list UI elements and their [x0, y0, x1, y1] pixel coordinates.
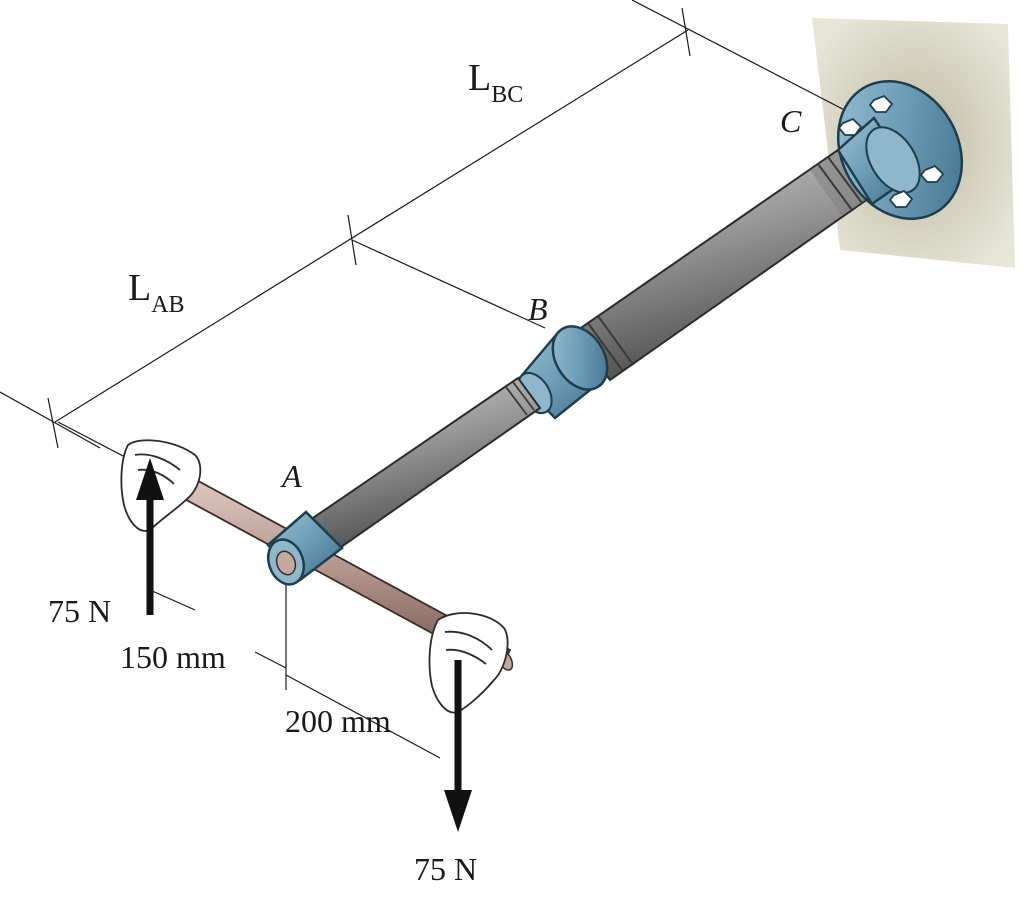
label-l-bc: LBC — [468, 57, 523, 108]
label-point-a: A — [280, 458, 302, 494]
shaft-bc — [573, 146, 878, 382]
label-dim-200: 200 mm — [285, 703, 391, 739]
coupling-a — [266, 510, 344, 586]
reducer-fitting-b — [516, 325, 609, 420]
label-point-b: B — [528, 291, 548, 327]
force-arrow-down — [444, 660, 472, 832]
shaft-ab — [308, 376, 542, 554]
label-l-ab: LAB — [128, 267, 185, 318]
offset-dimension-lines — [149, 585, 441, 759]
label-force-right: 75 N — [414, 851, 477, 887]
left-hand-icon — [120, 439, 202, 532]
wall-flange-c — [836, 79, 964, 221]
right-hand-icon — [428, 612, 509, 714]
label-force-left: 75 N — [48, 593, 111, 629]
label-dim-150: 150 mm — [120, 639, 226, 675]
dimension-lines — [0, 0, 861, 471]
label-point-c: C — [780, 103, 802, 139]
force-arrow-up — [136, 458, 164, 615]
